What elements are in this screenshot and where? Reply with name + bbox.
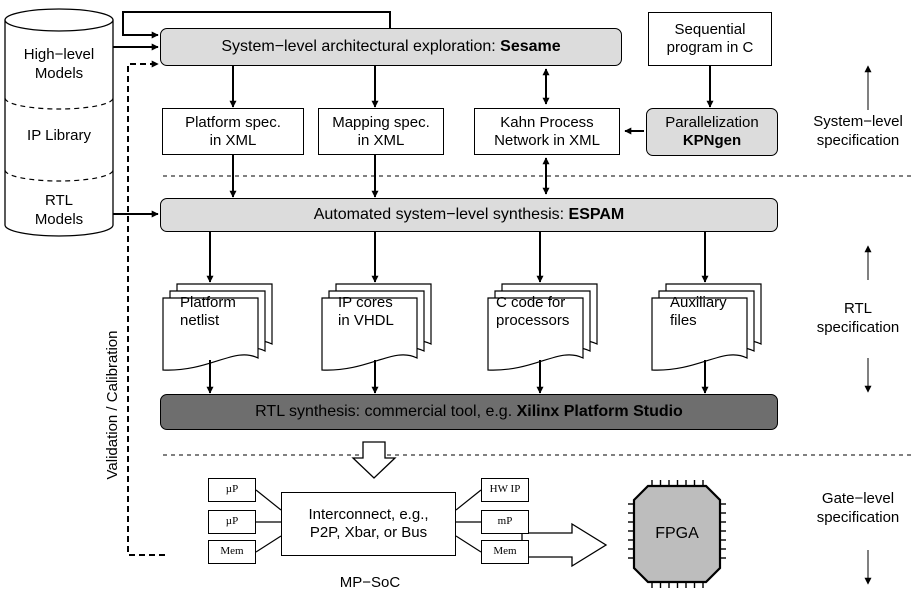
rtl-level-label: RTL specification (816, 300, 900, 336)
document-sheet (162, 297, 259, 371)
gate-level-label: Gate−level specification (816, 490, 900, 526)
library-high-level-label: High−level Models (23, 46, 95, 82)
system-level-label: System−level specification (813, 113, 903, 149)
parallelization-label: Parallelization (665, 114, 759, 131)
espam-box: Automated system−level synthesis: ESPAM (160, 198, 778, 232)
mpsoc-mem-left: Mem (208, 540, 256, 564)
doc-platform-netlist-label: Platform netlist (180, 294, 236, 329)
espam-prefix: Automated system−level synthesis: (313, 206, 565, 224)
platform-spec-label: Platform spec. in XML (185, 113, 281, 149)
document-sheet (487, 297, 584, 371)
mapping-spec-label: Mapping spec. in XML (332, 113, 430, 149)
hollow-down-arrow (351, 441, 397, 479)
kahn-process-network-box: Kahn Process Network in XML (474, 108, 620, 155)
document-sheet (651, 297, 748, 371)
library-cylinder (4, 8, 114, 237)
mpsoc-caption: MP−SoC (339, 574, 401, 591)
kpngen-label: KPNgen (682, 132, 742, 149)
rtl-synthesis-box: RTL synthesis: commercial tool, e.g. Xil… (160, 394, 778, 430)
rtl-synthesis-name: Xilinx Platform Studio (516, 403, 683, 421)
mpsoc-micro-p-1: µP (208, 478, 256, 502)
mpsoc-mem-right: Mem (481, 540, 529, 564)
doc-auxiliary-label: Auxiliary files (670, 294, 727, 329)
fpga-chip (628, 480, 726, 588)
mpsoc-hw-ip: HW IP (481, 478, 529, 502)
sesame-box: System−level architectural exploration: … (160, 28, 622, 66)
validation-arrow (127, 60, 165, 556)
library-ip-label: IP Library (27, 127, 91, 144)
mpsoc-mp: mP (481, 510, 529, 534)
validation-label: Validation / Calibration (104, 330, 121, 480)
sequential-program-box: Sequential program in C (648, 12, 772, 66)
espam-name: ESPAM (568, 206, 625, 224)
platform-spec-box: Platform spec. in XML (162, 108, 304, 155)
doc-ip-cores-label: IP cores in VHDL (338, 294, 394, 329)
hollow-right-arrow (521, 522, 608, 568)
rtl-synthesis-prefix: RTL synthesis: commercial tool, e.g. (255, 403, 513, 421)
feedback-arrow (122, 11, 391, 39)
document-sheet (321, 297, 418, 371)
sesame-prefix: System−level architectural exploration: (221, 38, 496, 56)
interconnect-box: Interconnect, e.g., P2P, Xbar, or Bus (281, 492, 456, 556)
document-stacks (162, 283, 762, 371)
doc-c-code-label: C code for processors (496, 294, 570, 329)
sesame-name: Sesame (500, 38, 561, 56)
library-rtl-label: RTL Models (34, 192, 84, 228)
mapping-spec-box: Mapping spec. in XML (318, 108, 444, 155)
mpsoc-micro-p-2: µP (208, 510, 256, 534)
kahn-label: Kahn Process Network in XML (494, 113, 600, 149)
fpga-label: FPGA (655, 525, 699, 542)
parallelization-box: Parallelization KPNgen (646, 108, 778, 156)
